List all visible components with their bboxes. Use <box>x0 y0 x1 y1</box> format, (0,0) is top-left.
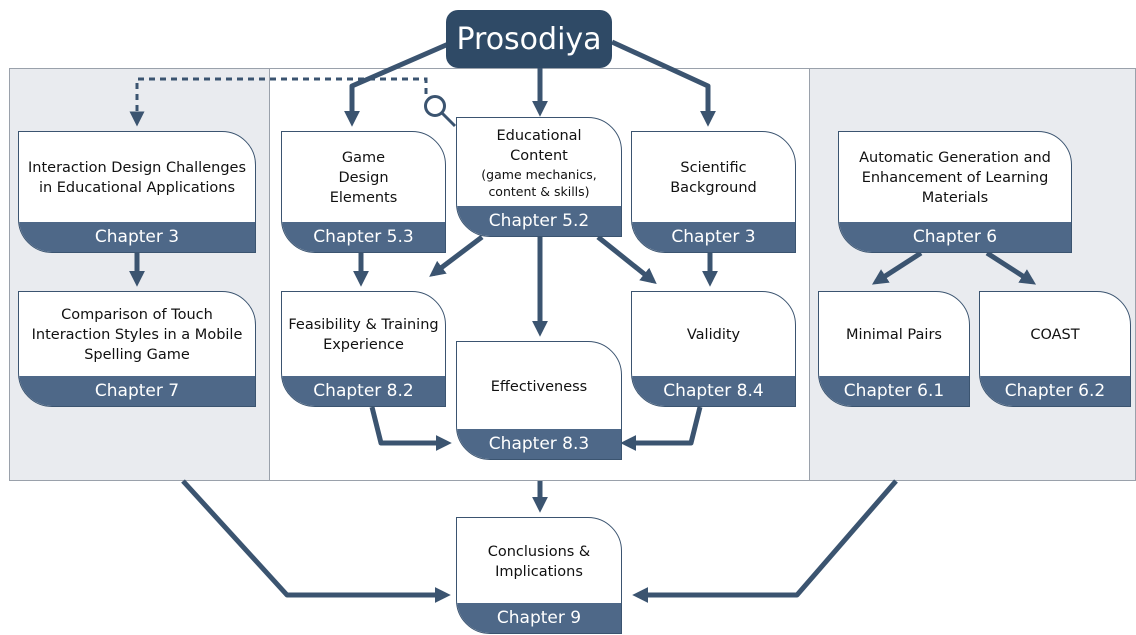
node-label: Minimal Pairs <box>846 327 942 343</box>
node-automatic-generation: Automatic Generation and Enhancement of … <box>838 131 1072 253</box>
node-label: Automatic Generation and Enhancement of … <box>859 150 1051 206</box>
node-label: Validity <box>686 327 741 343</box>
node-label: Conclusions & Implications <box>487 543 591 580</box>
diagram-title: Prosodiya <box>446 10 612 68</box>
node-validity: Validity Chapter 8.4 <box>631 291 796 407</box>
node-subtitle: (game mechanics, content & skills) <box>481 167 597 199</box>
node-coast: COAST Chapter 6.2 <box>979 291 1131 407</box>
chapter-badge: Chapter 6.1 <box>819 376 969 406</box>
chapter-badge: Chapter 5.3 <box>282 222 445 252</box>
left-panel <box>9 68 270 481</box>
arrow-right-to-conclusions <box>632 479 898 604</box>
chapter-badge: Chapter 8.2 <box>282 376 445 406</box>
chapter-badge: Chapter 8.4 <box>632 376 795 406</box>
chapter-badge: Chapter 6 <box>839 222 1071 252</box>
node-label: Effectiveness <box>490 378 588 395</box>
right-panel <box>809 68 1136 481</box>
node-label: Scientific Background <box>670 160 757 196</box>
node-educational-content: Educational Content (game mechanics, con… <box>456 117 622 237</box>
node-title: Educational Content <box>496 128 582 164</box>
node-effectiveness: Effectiveness Chapter 8.3 <box>456 341 622 460</box>
node-touch-comparison: Comparison of Touch Interaction Styles i… <box>18 291 256 407</box>
node-conclusions: Conclusions & Implications Chapter 9 <box>456 517 622 634</box>
node-label: Comparison of Touch Interaction Styles i… <box>31 307 243 363</box>
chapter-badge: Chapter 8.3 <box>457 429 621 459</box>
chapter-badge: Chapter 3 <box>19 222 255 252</box>
node-label: Educational Content (game mechanics, con… <box>457 118 621 208</box>
arrow-left-to-conclusions <box>181 479 451 604</box>
node-game-design: Game Design Elements Chapter 5.3 <box>281 131 446 253</box>
chapter-badge: Chapter 5.2 <box>457 206 621 236</box>
chapter-badge: Chapter 3 <box>632 222 795 252</box>
chapter-badge: Chapter 7 <box>19 376 255 406</box>
node-label: COAST <box>1030 327 1080 343</box>
node-label: Game Design Elements <box>329 150 398 206</box>
node-label: Feasibility & Training Experience <box>288 317 439 353</box>
node-feasibility: Feasibility & Training Experience Chapte… <box>281 291 446 407</box>
chapter-badge: Chapter 9 <box>457 603 621 633</box>
node-scientific-background: Scientific Background Chapter 3 <box>631 131 796 253</box>
node-minimal-pairs: Minimal Pairs Chapter 6.1 <box>818 291 970 407</box>
node-interaction-design: Interaction Design Challenges in Educati… <box>18 131 256 253</box>
chapter-badge: Chapter 6.2 <box>980 376 1130 406</box>
node-label: Interaction Design Challenges in Educati… <box>28 160 246 196</box>
